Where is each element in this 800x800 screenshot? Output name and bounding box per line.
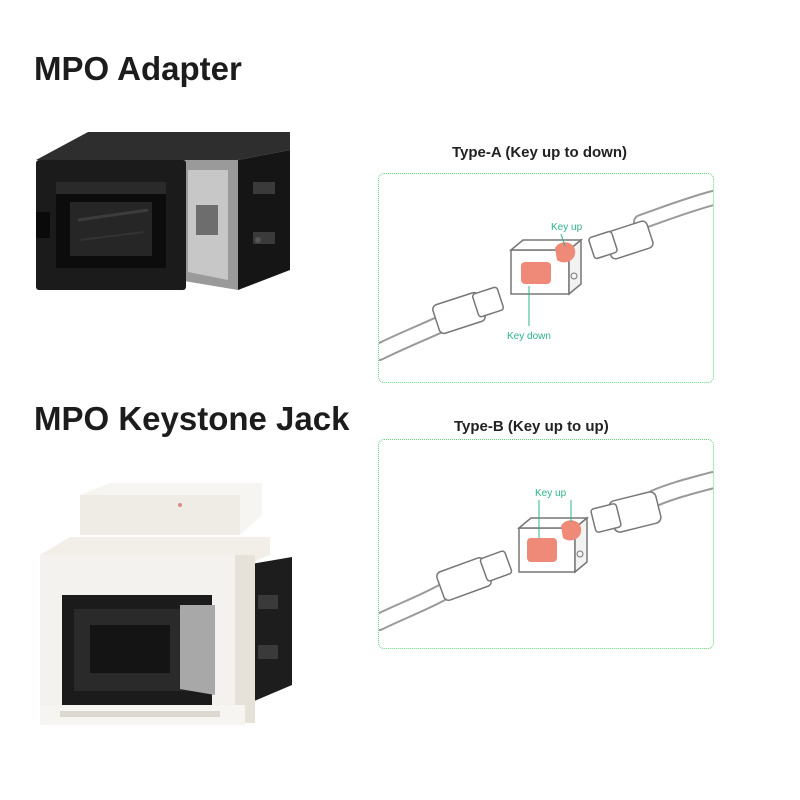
type-b-title: Type-B (Key up to up) bbox=[454, 418, 609, 435]
type-b-diagram: Key up bbox=[378, 439, 714, 649]
type-a-key-up-label: Key up bbox=[551, 222, 583, 233]
keystone-title: MPO Keystone Jack bbox=[34, 400, 350, 437]
type-a-key-down-label: Key down bbox=[507, 331, 551, 342]
type-a-diagram: Key up Key down bbox=[378, 173, 714, 383]
adapter-title: MPO Adapter bbox=[34, 50, 242, 87]
mpo-keystone-jack-image bbox=[30, 475, 300, 745]
type-a-title: Type-A (Key up to down) bbox=[452, 144, 627, 161]
type-b-key-up-label: Key up bbox=[535, 488, 567, 499]
mpo-adapter-image bbox=[28, 120, 298, 300]
